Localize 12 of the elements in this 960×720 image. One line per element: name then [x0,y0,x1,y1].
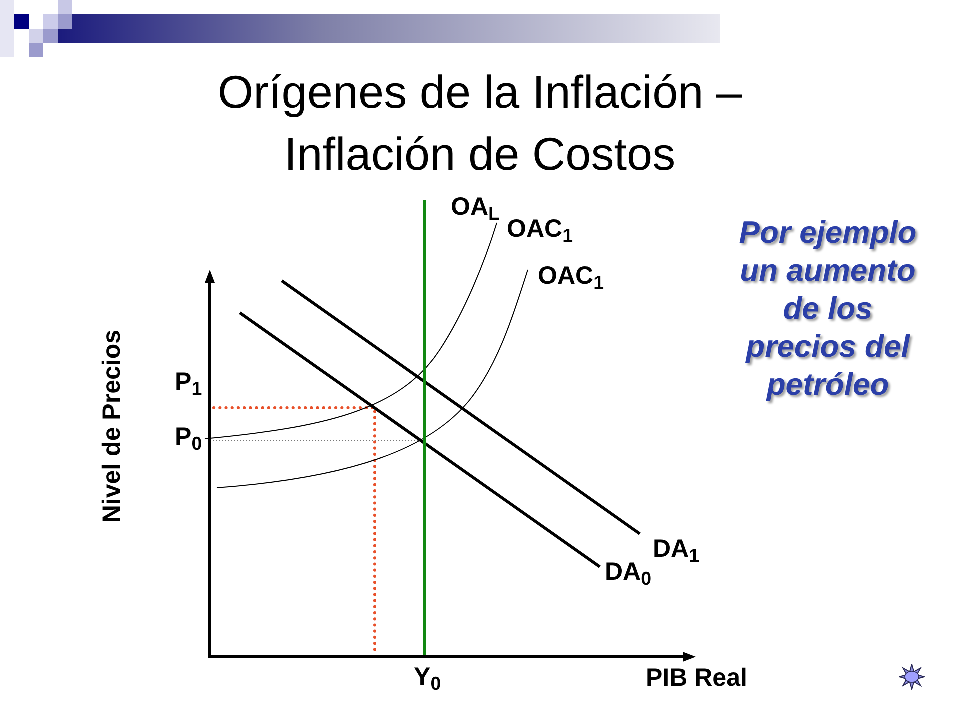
tick-label: P$_{1}$ [175,367,202,397]
axis-label: PIB Real [646,663,748,693]
curve-label: OAC$_{1}$ [538,261,604,291]
axis-label: Nivel de Precios [100,330,125,524]
curve-label: OA$_{L}$ [451,192,500,222]
curve-label: OAC$_{1}$ [507,214,573,244]
slide-title: Orígenes de la Inflación – Inflación de Costos [216,65,744,182]
tick-label: P$_{0}$ [175,422,202,452]
callout-text: Por ejemplo un aumento de los precios del petróleo [738,214,918,404]
curve-label: DA$_{1}$ [653,534,700,564]
tick-label: Y$_{0}$ [414,662,442,692]
curve-label: DA$_{0}$ [605,557,652,587]
